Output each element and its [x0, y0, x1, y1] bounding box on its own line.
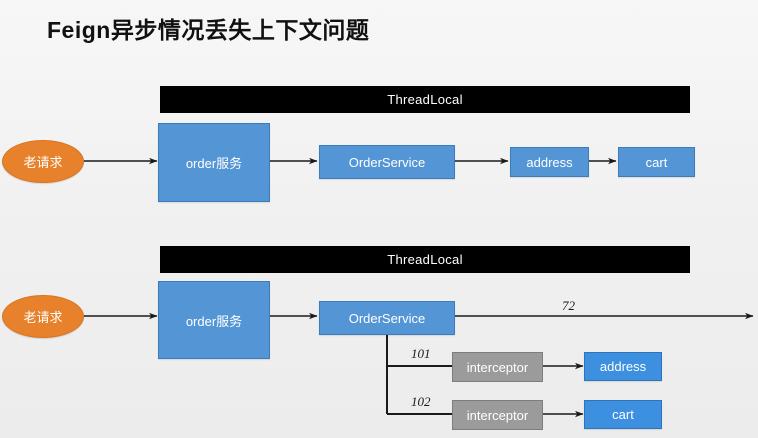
order-service-cn-node-row1[interactable]: order服务	[158, 123, 270, 202]
request-node-row1[interactable]: 老请求	[2, 140, 84, 183]
edge-label-main-thread: 72	[562, 298, 575, 313]
address-node-row2[interactable]: address	[584, 352, 662, 381]
cart-node-row2[interactable]: cart	[584, 400, 662, 429]
threadlocal-bar-row2: ThreadLocal	[160, 246, 690, 273]
order-service-node-row1[interactable]: OrderService	[319, 145, 455, 179]
threadlocal-bar-row1: ThreadLocal	[160, 86, 690, 113]
request-node-row2[interactable]: 老请求	[2, 295, 84, 338]
interceptor-node-1[interactable]: interceptor	[452, 352, 543, 382]
interceptor-node-2[interactable]: interceptor	[452, 400, 543, 430]
order-service-node-row2[interactable]: OrderService	[319, 301, 455, 335]
order-service-cn-node-row2[interactable]: order服务	[158, 281, 270, 359]
cart-node-row1[interactable]: cart	[618, 147, 695, 177]
address-node-row1[interactable]: address	[510, 147, 589, 177]
edge-label-branch-1: 101	[411, 346, 431, 361]
page-title: Feign异步情况丢失上下文问题	[47, 17, 370, 43]
edge-label-branch-2: 102	[411, 394, 431, 409]
